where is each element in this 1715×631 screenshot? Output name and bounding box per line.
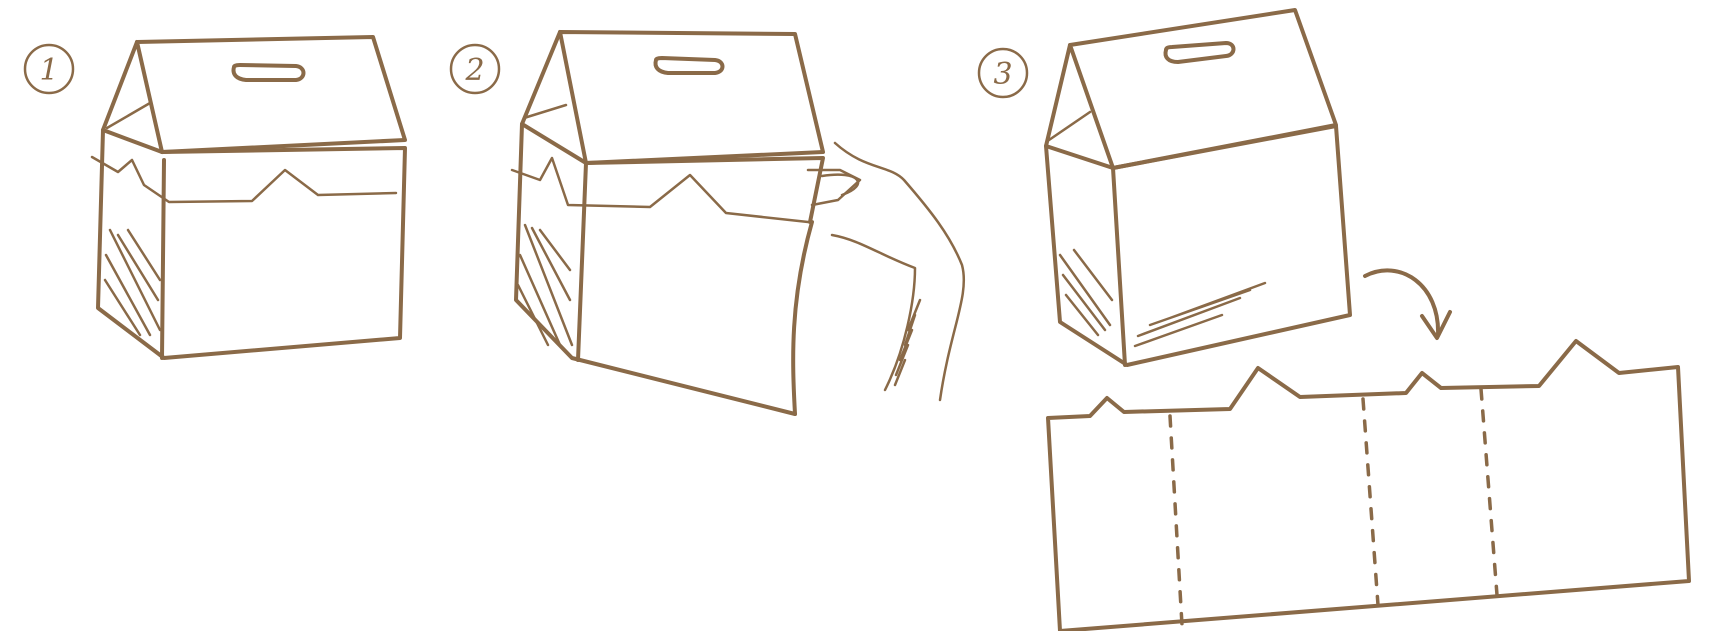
step-2-front-edge xyxy=(578,163,586,360)
step-3-top-panel xyxy=(1070,10,1336,168)
hand-thumb-edge xyxy=(793,222,812,414)
step-3-front-edge xyxy=(1113,168,1125,365)
step-1-box xyxy=(92,37,405,358)
step-2-badge: 2 xyxy=(451,45,499,93)
step-2-tear-line xyxy=(512,158,808,222)
step-1-side-gable xyxy=(103,42,162,152)
step-3-side-gable xyxy=(1046,45,1113,168)
step-3-number: 3 xyxy=(993,57,1012,92)
step-1-number: 1 xyxy=(39,53,58,88)
step-3: 3 xyxy=(979,10,1689,631)
step-2-shading xyxy=(518,225,572,345)
step-2-side-gable xyxy=(522,32,586,163)
step-2-number: 2 xyxy=(464,53,484,88)
step-3-badge: 3 xyxy=(979,49,1027,97)
step-1-handle xyxy=(234,65,304,80)
step-2-box-body xyxy=(516,124,823,414)
step-3-shading xyxy=(1060,250,1265,346)
step-1: 1 xyxy=(25,37,405,358)
step-3-box xyxy=(1046,10,1350,365)
step-2-box xyxy=(512,32,823,414)
hand-finger-2 xyxy=(822,175,858,195)
step-2-top-panel xyxy=(560,32,823,163)
fold-line-3 xyxy=(1481,389,1497,595)
curved-arrow-down-icon xyxy=(1365,270,1450,338)
step-1-tear-line xyxy=(92,157,396,202)
hand-back-contour xyxy=(835,143,964,400)
step-3-handle xyxy=(1166,43,1234,62)
step-3-side-flap xyxy=(1049,112,1090,140)
step-2-handle xyxy=(656,58,723,73)
fold-line-2 xyxy=(1363,399,1378,605)
step-3-unfolded-strip xyxy=(1048,341,1689,631)
step-1-badge: 1 xyxy=(25,45,73,93)
step-1-front-edge xyxy=(162,160,164,358)
fold-line-1 xyxy=(1170,416,1182,625)
step-1-top-panel xyxy=(137,37,405,152)
hand-shading xyxy=(895,300,920,385)
step-2: 2 xyxy=(451,32,964,414)
